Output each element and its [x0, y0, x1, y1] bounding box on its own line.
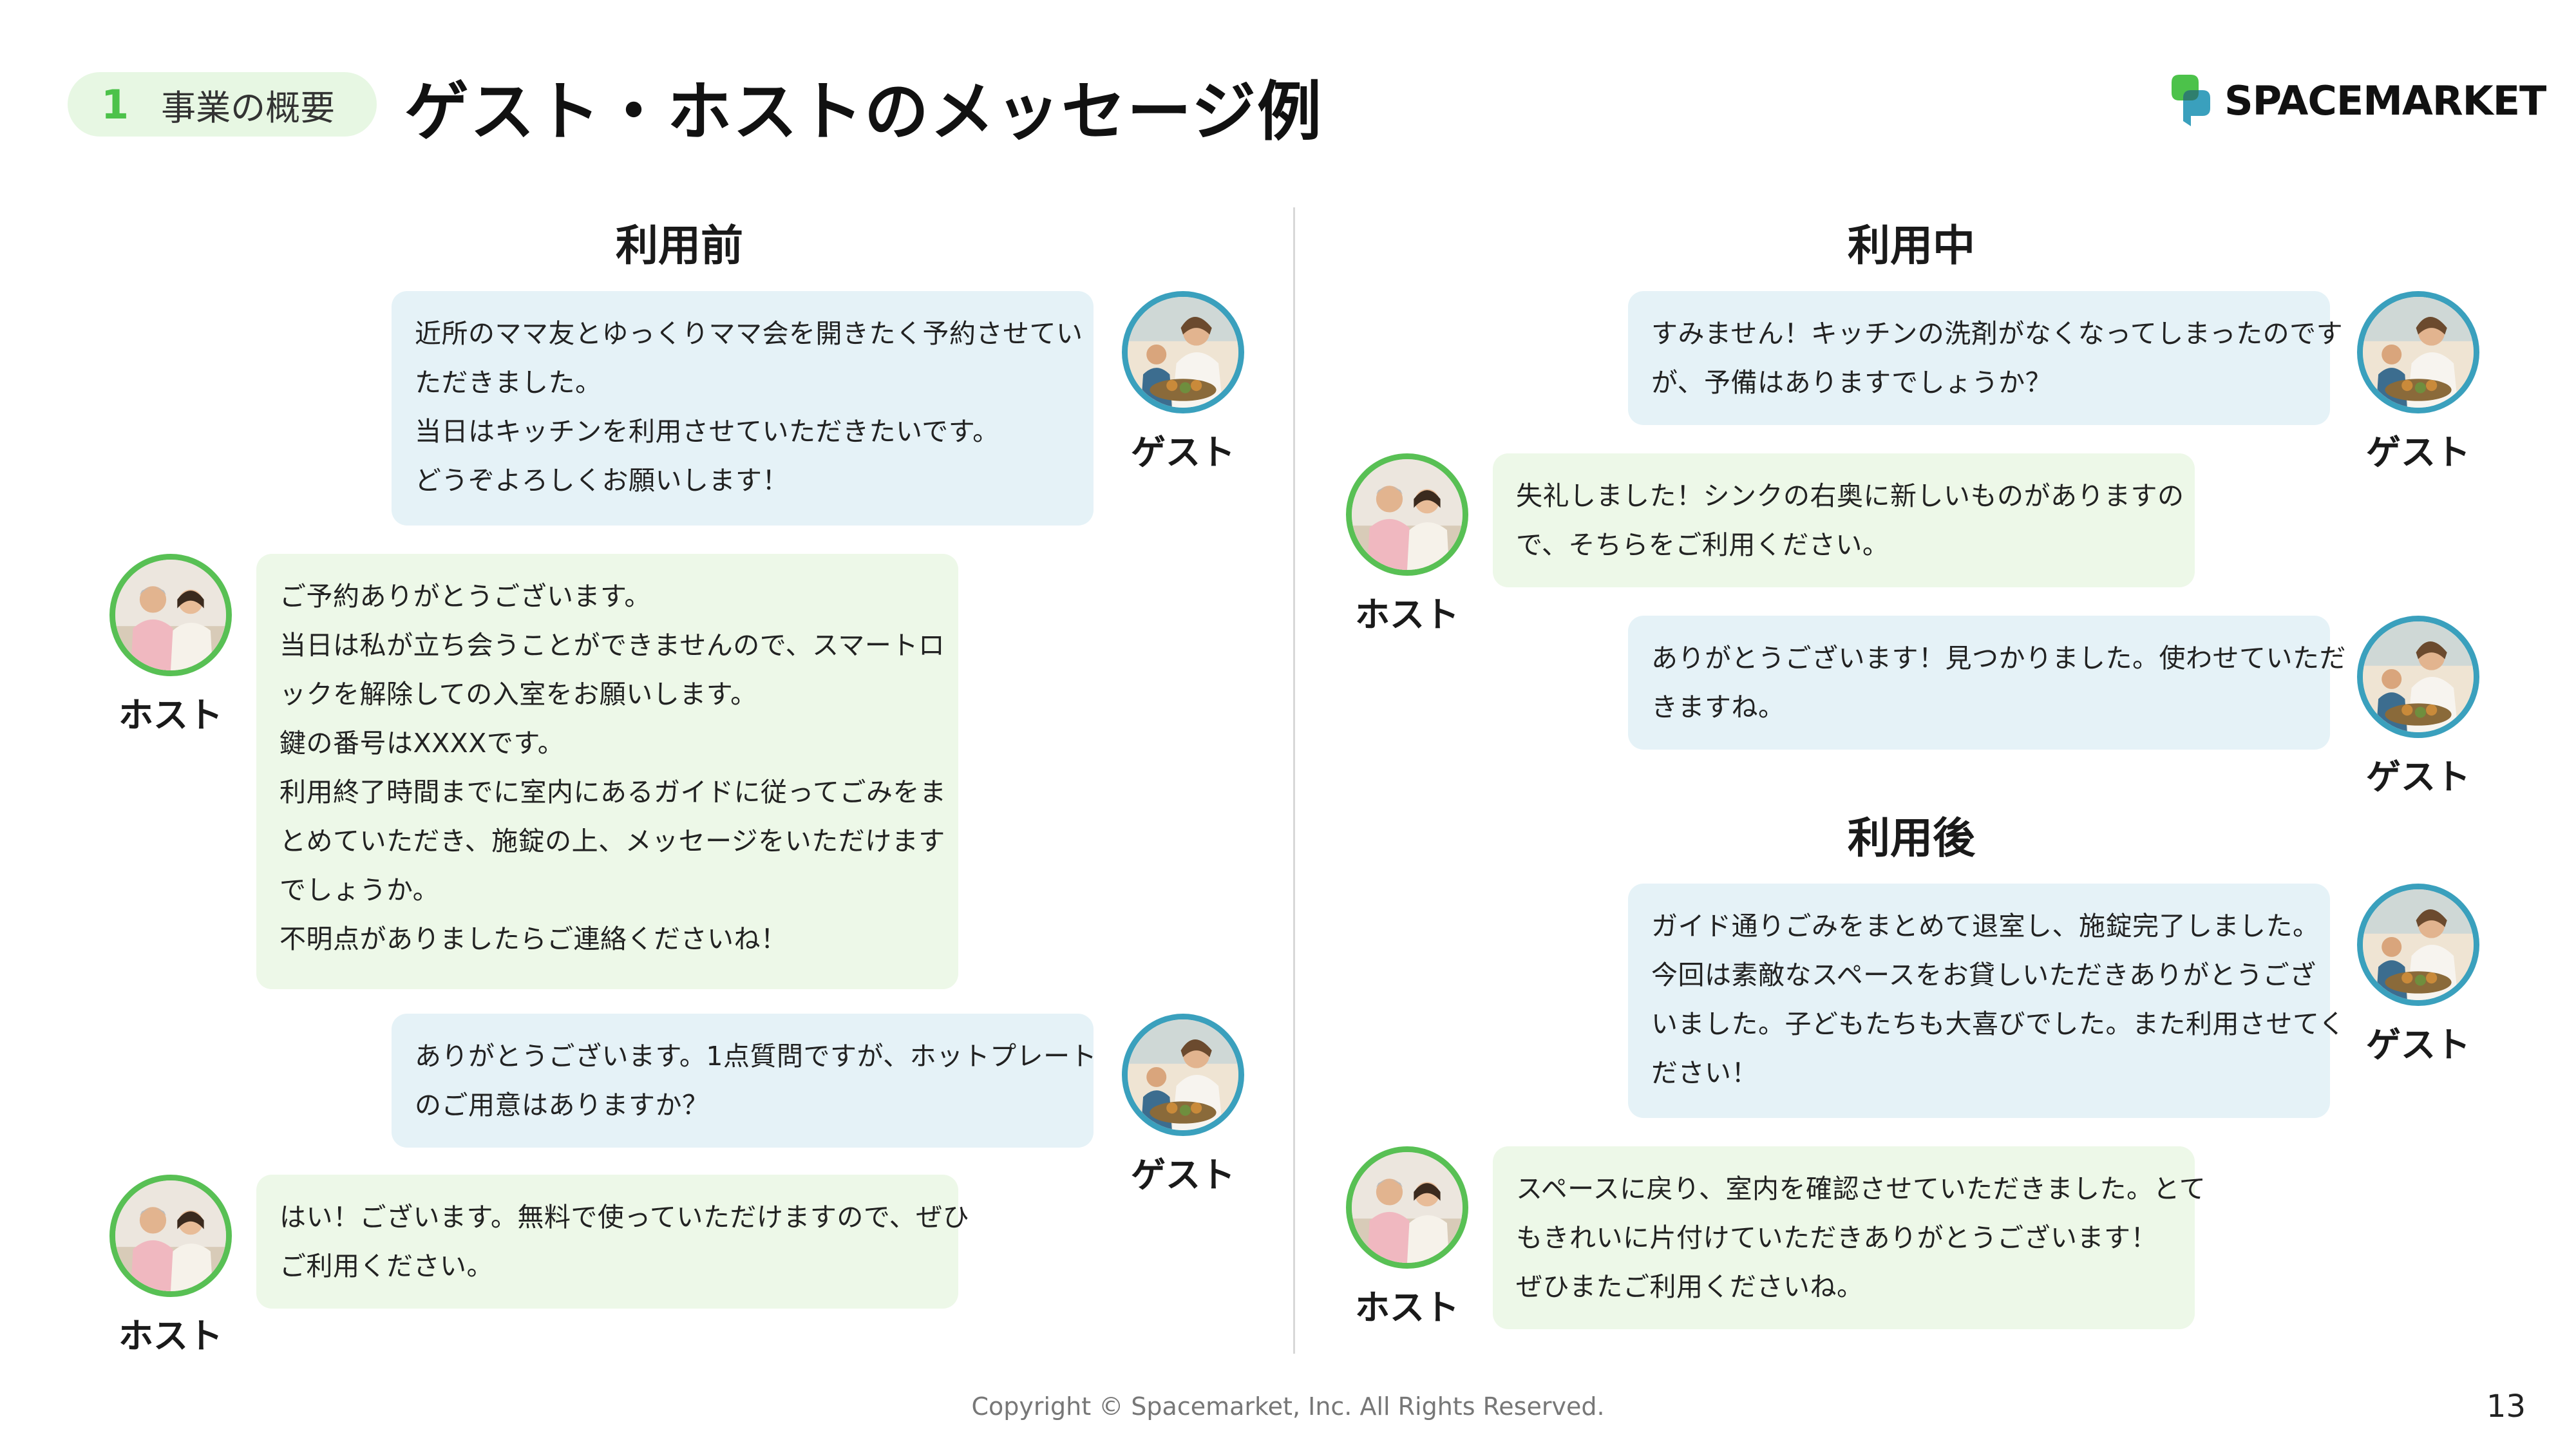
message-bubble-host: スペースに戻り、室内を確認させていただきました。とて もきれいに片付けていただき… — [1493, 1146, 2206, 1329]
guest-label: ゲスト — [2366, 432, 2470, 473]
host-label: ホスト — [1355, 594, 1459, 635]
message-bubble-guest: ガイド通りごみをまとめて退室し、施錠完了しました。 今回は素敵なスペースをお貸し… — [1628, 884, 2345, 1118]
guest-avatar — [1122, 291, 1244, 413]
message-bubble-guest: 近所のママ友とゆっくりママ会を開きたく予約させてい ただきました。 当日はキッチ… — [392, 291, 1094, 526]
message-bubble-host: ご予約ありがとうございます。 当日は私が立ち会うことができませんので、スマートロ… — [256, 554, 958, 989]
message-bubble-host: 失礼しました！シンクの右奥に新しいものがありますの で、そちらをご利用ください。 — [1493, 453, 2195, 587]
guest-label: ゲスト — [1131, 432, 1235, 473]
guest-label: ゲスト — [1131, 1155, 1235, 1195]
guest-label: ゲスト — [2366, 757, 2470, 797]
brand-name: SPACEMARKET — [2224, 77, 2546, 124]
guest-avatar — [2357, 884, 2479, 1006]
heading-during: 利用中 — [1848, 221, 1975, 270]
host-avatar — [1346, 1146, 1468, 1269]
guest-photo-icon — [1128, 297, 1238, 408]
host-photo-icon — [115, 560, 226, 670]
section-badge: 1 事業の概要 — [68, 72, 377, 137]
heading-after: 利用後 — [1848, 813, 1975, 863]
section-number: 1 — [101, 80, 129, 128]
section-label: 事業の概要 — [161, 87, 336, 128]
host-photo-icon — [1352, 459, 1463, 570]
message-bubble-guest: ありがとうございます。1点質問ですが、ホットプレート のご用意はありますか？ — [392, 1014, 1097, 1148]
host-avatar — [1346, 453, 1468, 576]
message-bubble-host: はい！ございます。無料で使っていただけますので、ぜひ ご利用ください。 — [256, 1175, 969, 1309]
guest-photo-icon — [2363, 889, 2474, 1000]
guest-photo-icon — [2363, 621, 2474, 732]
host-label: ホスト — [118, 695, 223, 735]
guest-label: ゲスト — [2366, 1025, 2470, 1065]
guest-avatar — [1122, 1014, 1244, 1136]
spacemarket-logo-icon — [2172, 75, 2210, 126]
guest-avatar — [2357, 616, 2479, 738]
host-avatar — [109, 554, 232, 676]
guest-photo-icon — [2363, 297, 2474, 408]
message-bubble-guest: ありがとうございます！見つかりました。使わせていただ きますね。 — [1628, 616, 2346, 750]
host-label: ホスト — [118, 1316, 223, 1356]
guest-photo-icon — [1128, 1019, 1238, 1130]
spacemarket-logo: SPACEMARKET — [2165, 71, 2546, 130]
host-label: ホスト — [1355, 1287, 1459, 1328]
host-photo-icon — [115, 1180, 226, 1291]
host-avatar — [109, 1175, 232, 1297]
page-title: ゲスト・ホストのメッセージ例 — [404, 74, 1323, 149]
host-photo-icon — [1352, 1152, 1463, 1263]
column-divider — [1293, 207, 1295, 1354]
heading-before: 利用前 — [616, 221, 743, 270]
message-bubble-guest: すみません！キッチンの洗剤がなくなってしまったのです が、予備はありますでしょう… — [1628, 291, 2343, 425]
page-number: 13 — [2486, 1388, 2526, 1425]
copyright-text: Copyright © Spacemarket, Inc. All Rights… — [971, 1392, 1605, 1421]
guest-avatar — [2357, 291, 2479, 413]
